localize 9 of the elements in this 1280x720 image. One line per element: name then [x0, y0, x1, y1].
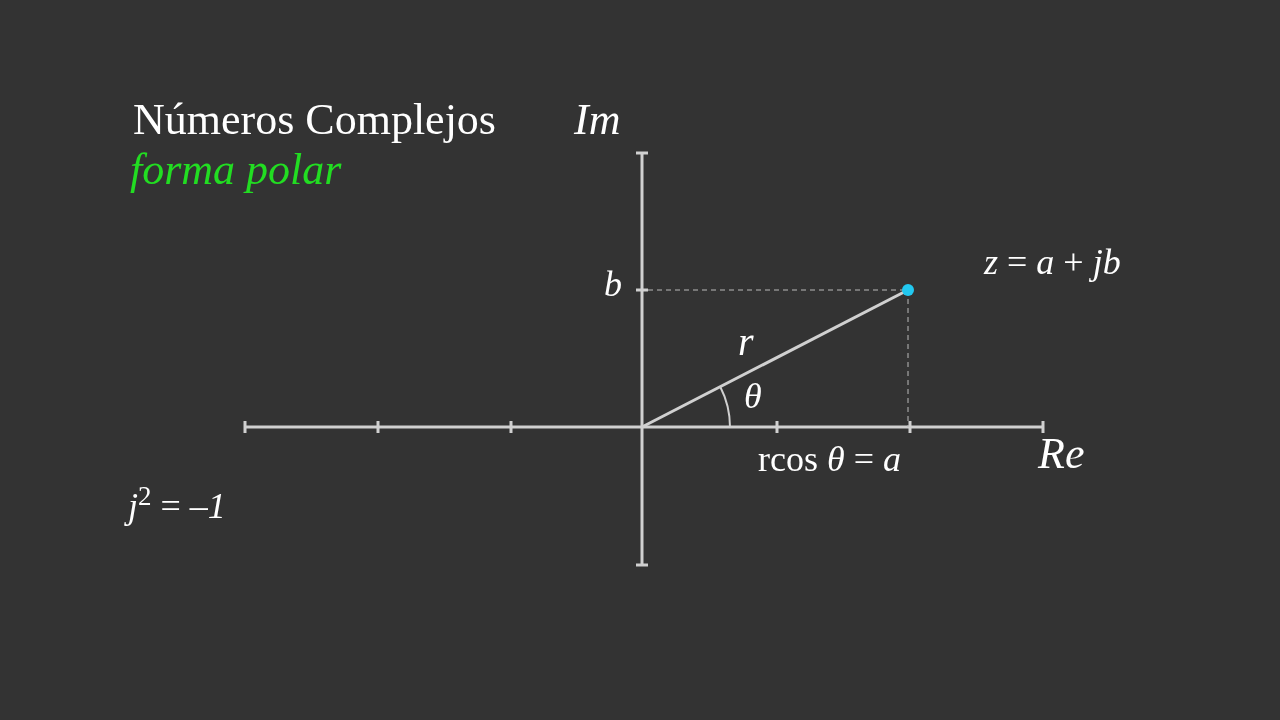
subtitle: forma polar	[130, 148, 342, 192]
equation: rcos θ = a	[758, 441, 901, 477]
angle-label: θ	[744, 378, 762, 414]
axis-tick-label: b	[604, 266, 622, 302]
magnitude-label: r	[738, 322, 754, 362]
title: Números Complejos	[133, 98, 496, 142]
equation: z = a + jb	[984, 244, 1121, 280]
axis-label: Im	[574, 98, 621, 142]
axis-label: Re	[1038, 432, 1085, 476]
